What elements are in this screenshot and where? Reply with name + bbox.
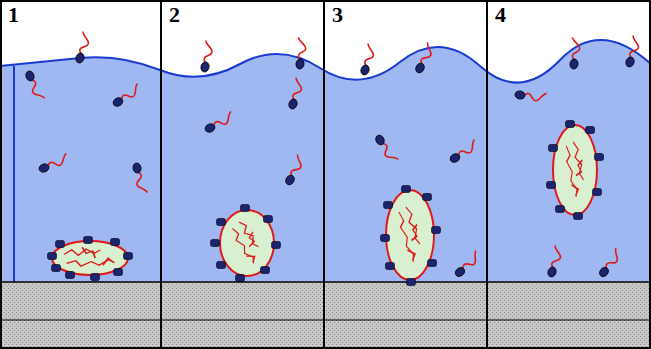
panel-number: 3	[332, 4, 343, 26]
oil-droplet	[48, 237, 133, 281]
panel-number: 4	[495, 4, 506, 26]
oil-droplet	[381, 186, 441, 286]
oil-droplet	[211, 205, 281, 282]
panel-number: 1	[8, 4, 19, 26]
oil-droplet	[547, 121, 604, 220]
surfactant-molecule	[25, 32, 643, 279]
panel-number: 2	[169, 4, 180, 26]
